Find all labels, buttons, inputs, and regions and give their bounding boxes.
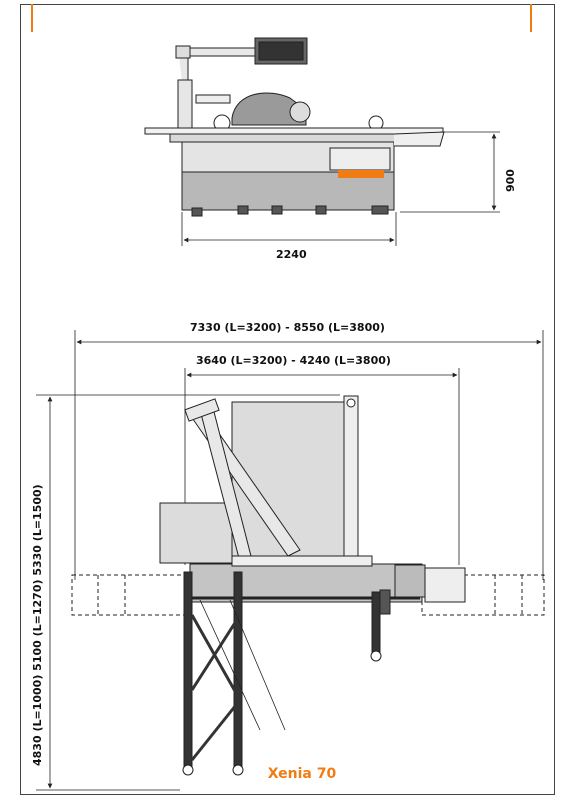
overall-depth-label: 4830 (L=1000) 5100 (L=1270) 5330 (L=1500… <box>31 484 44 766</box>
arm-column <box>177 79 193 131</box>
front-height-dimension <box>400 131 500 213</box>
top-view <box>71 395 545 776</box>
foot <box>315 205 327 215</box>
sheet-border <box>20 4 555 795</box>
inner-length-label: 3640 (L=3200) - 4240 (L=3800) <box>196 354 391 367</box>
model-name: Xenia 70 <box>267 766 337 782</box>
foot <box>271 205 283 215</box>
side-cabinet <box>329 147 391 171</box>
outrigger-top <box>424 567 466 603</box>
fence-beam <box>343 395 359 557</box>
support-leg <box>233 571 243 768</box>
front-view <box>144 37 445 217</box>
sliding-table <box>144 127 444 135</box>
arm-joint <box>175 45 191 59</box>
orange-corner-mark-right <box>530 4 532 32</box>
table-extension-panel <box>159 502 233 564</box>
guard-knob <box>289 101 311 123</box>
guard-arm <box>195 94 231 104</box>
overall-length-label: 7330 (L=3200) - 8550 (L=3800) <box>190 321 385 334</box>
machine-body-lower <box>181 171 395 211</box>
foot <box>237 205 249 215</box>
overhead-boom <box>184 398 301 563</box>
support-leg <box>183 571 193 768</box>
front-width-dimension <box>181 212 397 246</box>
front-height-label: 900 <box>504 169 517 192</box>
carriage <box>231 555 373 567</box>
foot <box>191 207 203 217</box>
control-panel-screen <box>258 41 304 61</box>
front-width-label: 2240 <box>276 248 307 261</box>
foot <box>371 205 389 215</box>
outrigger <box>393 131 445 147</box>
side-leg <box>371 591 381 653</box>
orange-corner-mark-left <box>31 4 33 32</box>
orange-stripe <box>338 170 384 178</box>
saw-unit <box>394 564 426 598</box>
